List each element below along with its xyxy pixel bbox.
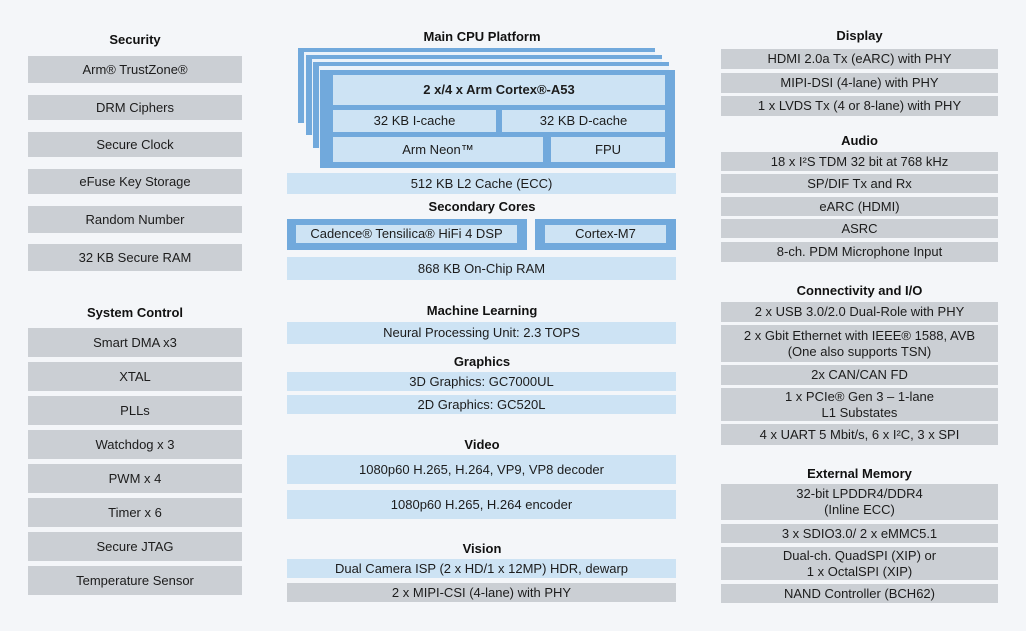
graphics-3d: 3D Graphics: GC7000UL xyxy=(287,372,676,391)
security-item: Random Number xyxy=(28,206,242,233)
display-item: 1 x LVDS Tx (4 or 8-lane) with PHY xyxy=(721,96,998,116)
system-control-item: Temperature Sensor xyxy=(28,566,242,595)
connectivity-item: 1 x PCIe® Gen 3 – 1-lane L1 Substates xyxy=(721,388,998,421)
connectivity-item: 2x CAN/CAN FD xyxy=(721,365,998,385)
memory-item: 3 x SDIO3.0/ 2 x eMMC5.1 xyxy=(721,524,998,543)
audio-item: 8-ch. PDM Microphone Input xyxy=(721,242,998,262)
display-item: HDMI 2.0a Tx (eARC) with PHY xyxy=(721,49,998,69)
video-title: Video xyxy=(464,437,500,452)
camera-isp: Dual Camera ISP (2 x HD/1 x 12MP) HDR, d… xyxy=(287,559,676,578)
connectivity-item: 2 x USB 3.0/2.0 Dual-Role with PHY xyxy=(721,302,998,322)
connectivity-item: 2 x Gbit Ethernet with IEEE® 1588, AVB (… xyxy=(721,325,998,362)
memory-item: 32-bit LPDDR4/DDR4 (Inline ECC) xyxy=(721,484,998,520)
security-item: eFuse Key Storage xyxy=(28,169,242,194)
audio-item: SP/DIF Tx and Rx xyxy=(721,174,998,193)
system-control-item: Watchdog x 3 xyxy=(28,430,242,459)
memory-title: External Memory xyxy=(807,466,912,481)
vision-title: Vision xyxy=(462,541,502,556)
audio-title: Audio xyxy=(841,133,878,148)
memory-item: Dual-ch. QuadSPI (XIP) or 1 x OctalSPI (… xyxy=(721,547,998,580)
l2-cache: 512 KB L2 Cache (ECC) xyxy=(287,173,676,194)
dsp: Cadence® Tensilica® HiFi 4 DSP xyxy=(296,225,517,243)
mipi-csi: 2 x MIPI-CSI (4-lane) with PHY xyxy=(287,583,676,602)
security-item: 32 KB Secure RAM xyxy=(28,244,242,271)
video-encoder: 1080p60 H.265, H.264 encoder xyxy=(287,490,676,519)
video-decoder: 1080p60 H.265, H.264, VP9, VP8 decoder xyxy=(287,455,676,484)
system-control-item: PLLs xyxy=(28,396,242,425)
display-title: Display xyxy=(836,28,883,43)
fpu: FPU xyxy=(551,137,665,162)
system-control-item: Smart DMA x3 xyxy=(28,328,242,357)
system-control-item: Timer x 6 xyxy=(28,498,242,527)
cortex-m7: Cortex-M7 xyxy=(545,225,666,243)
dcache: 32 KB D-cache xyxy=(502,110,665,132)
main-cpu-title: Main CPU Platform xyxy=(423,29,541,44)
audio-item: eARC (HDMI) xyxy=(721,197,998,216)
audio-item: ASRC xyxy=(721,219,998,238)
npu: Neural Processing Unit: 2.3 TOPS xyxy=(287,322,676,344)
ml-title: Machine Learning xyxy=(426,303,538,318)
audio-item: 18 x I²S TDM 32 bit at 768 kHz xyxy=(721,152,998,171)
icache: 32 KB I-cache xyxy=(333,110,496,132)
secondary-cores-title: Secondary Cores xyxy=(428,199,536,214)
system-control-title: System Control xyxy=(86,305,184,320)
graphics-title: Graphics xyxy=(453,354,511,369)
security-item: Secure Clock xyxy=(28,132,242,157)
display-item: MIPI-DSI (4-lane) with PHY xyxy=(721,73,998,93)
core-label: 2 x/4 x Arm Cortex®-A53 xyxy=(333,75,665,105)
system-control-item: PWM x 4 xyxy=(28,464,242,493)
connectivity-title: Connectivity and I/O xyxy=(796,283,923,298)
graphics-2d: 2D Graphics: GC520L xyxy=(287,395,676,414)
on-chip-ram: 868 KB On-Chip RAM xyxy=(287,257,676,280)
memory-item: NAND Controller (BCH62) xyxy=(721,584,998,603)
system-control-item: Secure JTAG xyxy=(28,532,242,561)
security-item: Arm® TrustZone® xyxy=(28,56,242,83)
connectivity-item: 4 x UART 5 Mbit/s, 6 x I²C, 3 x SPI xyxy=(721,424,998,445)
neon: Arm Neon™ xyxy=(333,137,543,162)
system-control-item: XTAL xyxy=(28,362,242,391)
security-title: Security xyxy=(109,32,161,47)
security-item: DRM Ciphers xyxy=(28,95,242,120)
